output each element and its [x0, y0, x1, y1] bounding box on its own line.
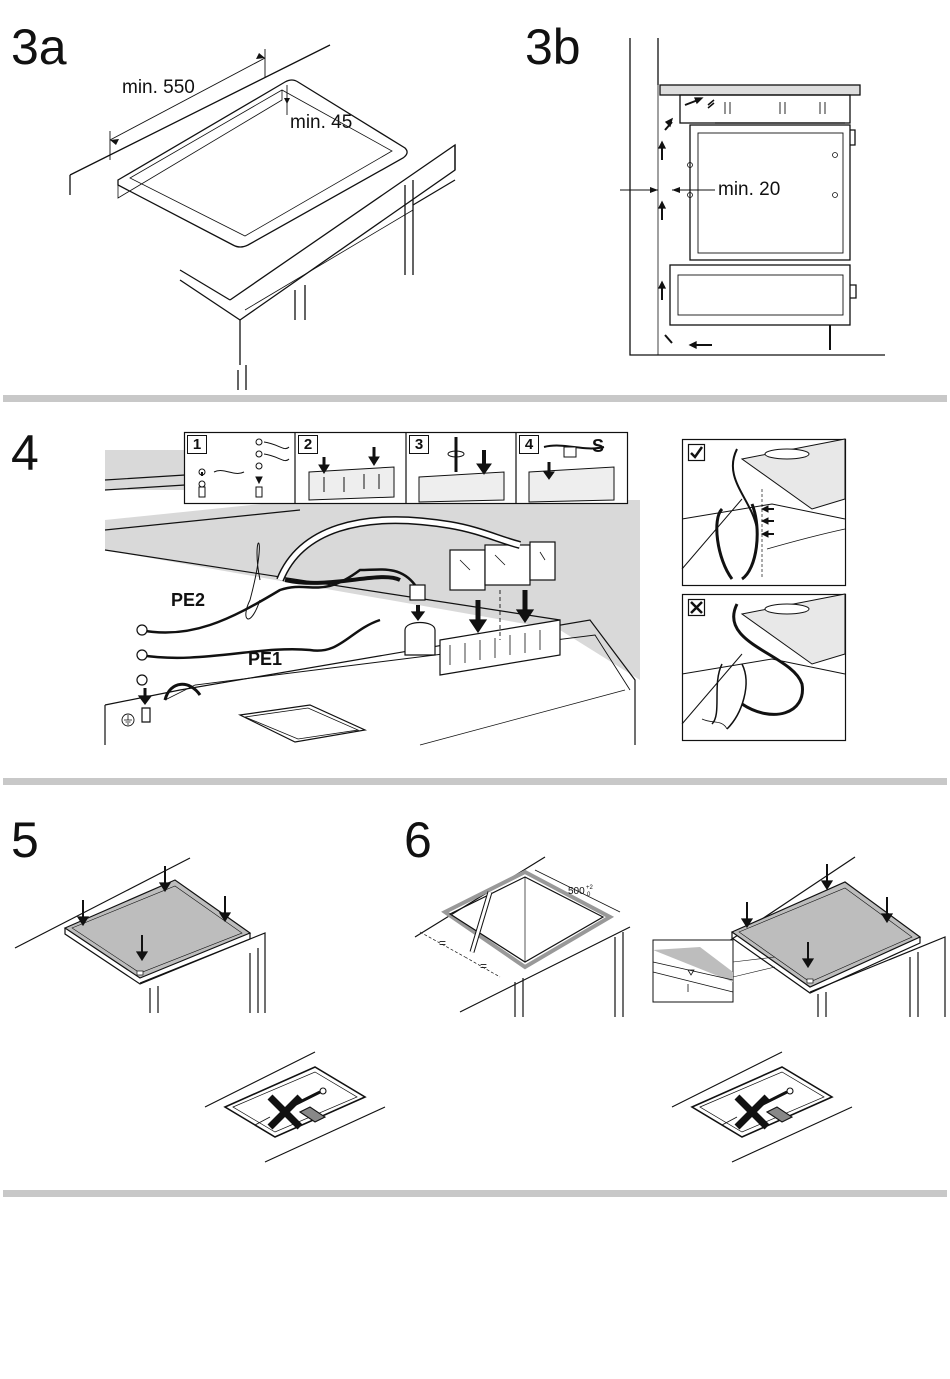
do-not-remove-with-screwdriver-6	[672, 1052, 852, 1162]
figure-number-3b: 3b	[525, 22, 581, 72]
equal-mark-2: =	[480, 960, 487, 972]
hob-placement-diagram	[10, 858, 270, 1018]
section-separator-2	[3, 778, 947, 785]
figure-number-3a: 3a	[11, 22, 67, 72]
dimension-min-45-label: min. 45	[290, 113, 352, 133]
step-number-3: 3	[409, 435, 429, 454]
step-number-2: 2	[298, 435, 318, 454]
wiring-steps-strip	[184, 432, 628, 504]
label-s: S	[592, 436, 604, 456]
section-separator-3	[3, 1190, 947, 1197]
section-separator-1	[3, 395, 947, 402]
equal-mark-1: =	[439, 937, 446, 949]
cable-routing-correct-panel	[682, 439, 846, 586]
cable-routing-incorrect-panel	[682, 594, 846, 741]
label-pe1: PE1	[248, 649, 282, 669]
check-mark-icon	[688, 444, 705, 461]
hob-placement-with-detail-diagram	[650, 852, 950, 1022]
cross-mark-icon	[688, 599, 705, 616]
tolerance-minus-label: 0	[587, 889, 590, 901]
label-pe2: PE2	[171, 590, 205, 610]
step-number-4: 4	[519, 435, 539, 454]
dimension-500-label: 500	[568, 886, 585, 898]
dimension-min-550-label: min. 550	[122, 78, 195, 98]
figure-number-4: 4	[11, 428, 39, 478]
do-not-remove-with-screwdriver-5	[205, 1052, 385, 1162]
dimension-min-20-label: min. 20	[718, 180, 780, 200]
step-number-1: 1	[187, 435, 207, 454]
